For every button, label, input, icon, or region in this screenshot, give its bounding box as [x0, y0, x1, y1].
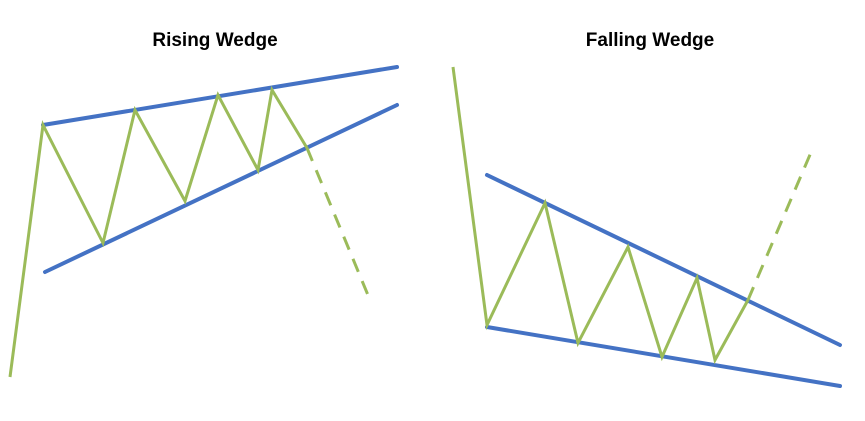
rising-wedge-breakdown-projection	[305, 147, 372, 301]
rising-wedge-lower-trendline	[43, 103, 399, 274]
rising-wedge: Rising Wedge	[8, 30, 399, 378]
rising-wedge-price-path	[8, 85, 309, 378]
falling-wedge-title: Falling Wedge	[586, 30, 714, 51]
rising-wedge-title: Rising Wedge	[152, 30, 277, 51]
falling-wedge: Falling Wedge	[451, 30, 842, 388]
falling-wedge-upper-trendline	[485, 173, 842, 347]
falling-wedge-breakout-projection	[746, 149, 814, 301]
falling-wedge-price-path	[451, 66, 750, 365]
